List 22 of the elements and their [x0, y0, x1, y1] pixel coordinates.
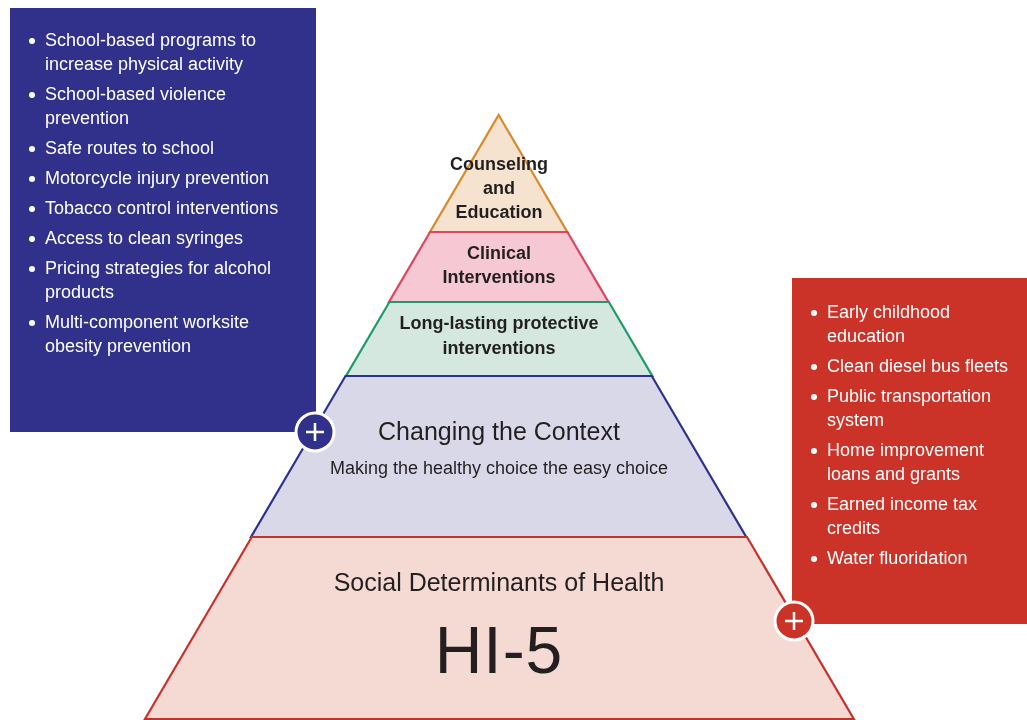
list-item: Public transportation system [827, 385, 993, 432]
list-item: Tobacco control interventions [45, 197, 280, 220]
layer-title: Changing the Context [378, 416, 620, 446]
layer-title: Clinical Interventions [441, 242, 557, 289]
list-panel [10, 8, 316, 432]
list-item: Pricing strategies for alcohol products [45, 257, 273, 304]
list-item: School-based violence prevention [45, 83, 228, 130]
list-item: Early childhood education [827, 301, 952, 348]
list-item: Water fluoridation [827, 547, 969, 570]
layer-label: HI-5 [434, 615, 564, 685]
list-item: Earned income tax credits [827, 493, 979, 540]
layer-title: Social Determinants of Health [333, 567, 665, 597]
layer-title: Long-lasting protective interventions [398, 312, 600, 360]
list-panel [792, 278, 1027, 624]
list-item: Clean diesel bus fleets [827, 355, 1010, 378]
list-item: Multi-component worksite obesity prevention [45, 311, 251, 358]
list-item: School-based programs to increase physical activity [45, 29, 258, 76]
list-item: Motorcycle injury prevention [45, 167, 271, 190]
list-item: Safe routes to school [45, 137, 216, 160]
layer-subtitle: Making the healthy choice the easy choice [329, 457, 669, 480]
list-item: Home improvement loans and grants [827, 439, 986, 486]
list-item: Access to clean syringes [45, 227, 245, 250]
